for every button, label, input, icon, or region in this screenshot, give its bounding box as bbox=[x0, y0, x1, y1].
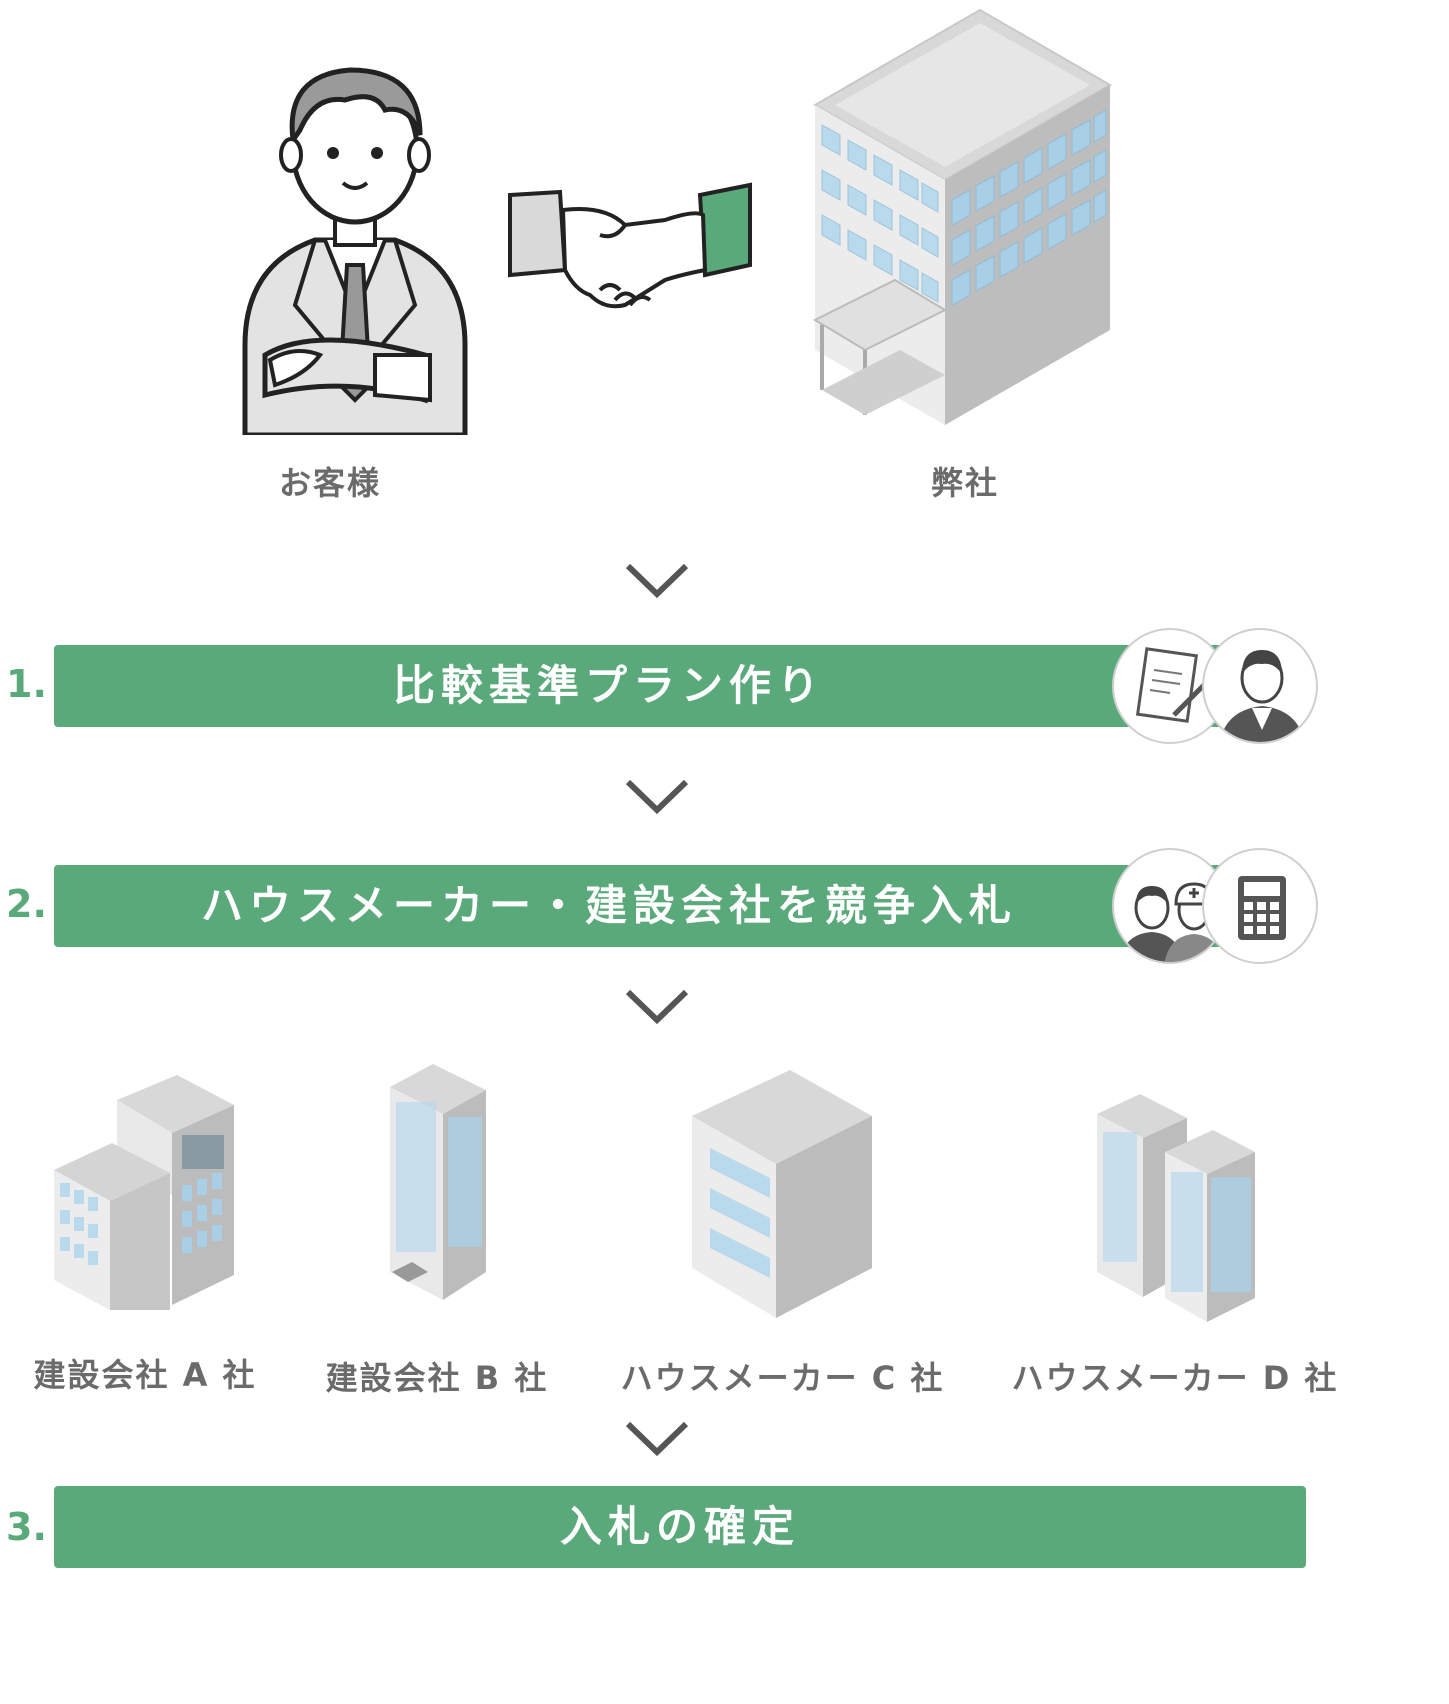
step-title: 入札の確定 bbox=[559, 1502, 800, 1551]
building-b-illustration bbox=[388, 1062, 488, 1302]
step-number: 1. bbox=[6, 662, 47, 706]
step-bar: ハウスメーカー・建設会社を競争入札 bbox=[54, 865, 1254, 947]
bidder-label: ハウスメーカー C 社 bbox=[620, 1359, 945, 1397]
company-label: 弊社 bbox=[930, 464, 999, 502]
step-number: 2. bbox=[6, 882, 47, 926]
bidder-label: 建設会社 A 社 bbox=[33, 1356, 257, 1394]
customer-label: お客様 bbox=[278, 464, 381, 502]
bidder-label: 建設会社 B 社 bbox=[325, 1359, 549, 1397]
customer-illustration bbox=[225, 55, 485, 435]
building-d-illustration bbox=[1095, 1092, 1257, 1324]
building-c-illustration bbox=[690, 1068, 875, 1320]
step-bar: 入札の確定 bbox=[54, 1486, 1306, 1568]
chevron-down-icon bbox=[624, 988, 690, 1026]
chevron-down-icon bbox=[624, 1420, 690, 1458]
step-number: 3. bbox=[6, 1505, 47, 1549]
chevron-down-icon bbox=[624, 562, 690, 600]
step-bar: 比較基準プラン作り bbox=[54, 645, 1254, 727]
calculator-icon bbox=[1202, 848, 1318, 964]
bidder-label: ハウスメーカー D 社 bbox=[1011, 1359, 1339, 1397]
handshake-icon bbox=[505, 180, 755, 320]
step-title: 比較基準プラン作り bbox=[392, 661, 825, 710]
step-title: ハウスメーカー・建設会社を競争入札 bbox=[200, 881, 1017, 930]
company-building-illustration bbox=[810, 5, 1120, 430]
businessman-icon bbox=[1202, 628, 1318, 744]
building-a-illustration bbox=[52, 1075, 237, 1315]
chevron-down-icon bbox=[624, 778, 690, 816]
